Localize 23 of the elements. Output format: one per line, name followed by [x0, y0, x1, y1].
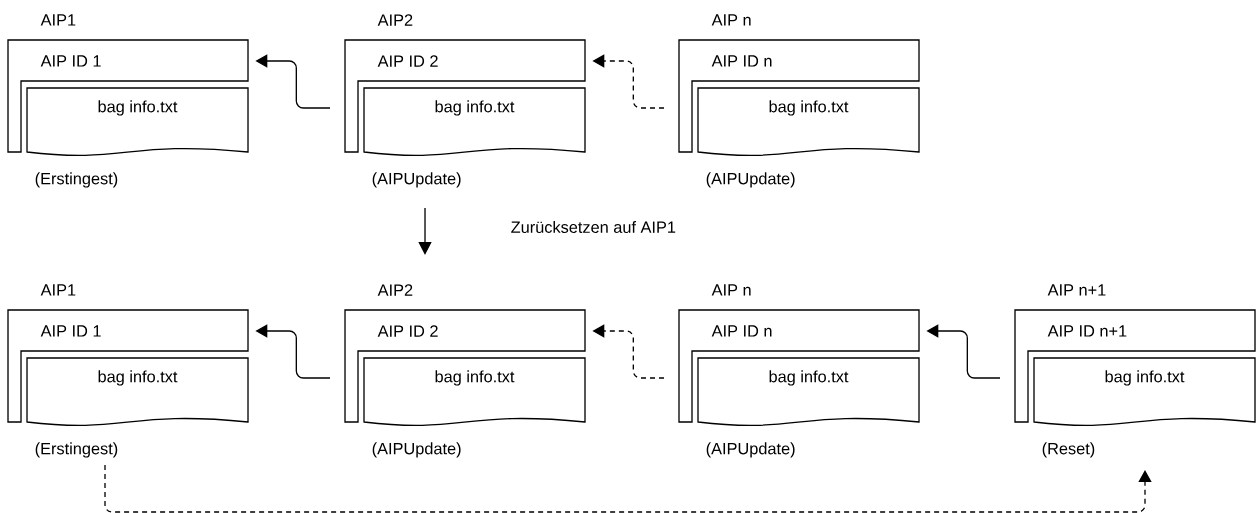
ingest-type: (Erstingest): [35, 442, 118, 458]
document-box: bag info.txt: [697, 357, 920, 427]
ingest-type: (AIPUpdate): [372, 442, 461, 458]
document-box: bag info.txt: [363, 357, 586, 427]
aip-title: AIP n+1: [1047, 284, 1106, 296]
document-box: bag info.txt: [697, 87, 920, 157]
document-box: bag info.txt: [26, 357, 249, 427]
arrow: [104, 464, 1152, 513]
ingest-type: (Erstingest): [35, 172, 118, 188]
aip-title: AIP2: [377, 284, 413, 296]
aip-title: AIP2: [377, 14, 413, 26]
ingest-type: (Reset): [1042, 442, 1095, 458]
aip-title: AIP1: [40, 284, 76, 296]
aip-title: AIP1: [40, 14, 76, 26]
document-box: bag info.txt: [1033, 357, 1256, 427]
ingest-type: (AIPUpdate): [372, 172, 461, 188]
aip-title: AIP n: [711, 284, 751, 296]
document-box: bag info.txt: [26, 87, 249, 157]
aip-title: AIP n: [711, 14, 751, 26]
ingest-type: (AIPUpdate): [706, 442, 795, 458]
note-text: Zurücksetzen auf AIP1: [511, 221, 676, 233]
document-box: bag info.txt: [363, 87, 586, 157]
ingest-type: (AIPUpdate): [706, 172, 795, 188]
